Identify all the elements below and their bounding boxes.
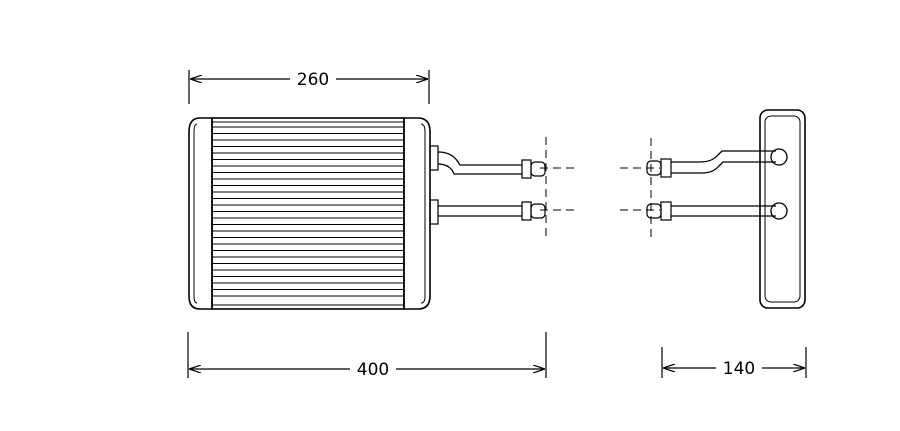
side-view-tank [759,109,806,309]
dimension-label-400: 400 [357,360,389,380]
dimension-label-140: 140 [723,359,755,379]
dimension-core-width: 260 [188,70,430,104]
outlet-pipe-front [429,199,546,225]
dimension-depth: 140 [661,347,807,379]
dimension-overall-width: 400 [187,332,547,380]
centerlines-side [620,138,660,241]
centerlines-front [540,137,578,240]
dimension-label-260: 260 [297,70,329,90]
radiator-fins [212,126,404,297]
side-view-pipes [646,150,776,221]
inlet-pipe-front [429,145,546,179]
radiator-core [188,117,431,310]
